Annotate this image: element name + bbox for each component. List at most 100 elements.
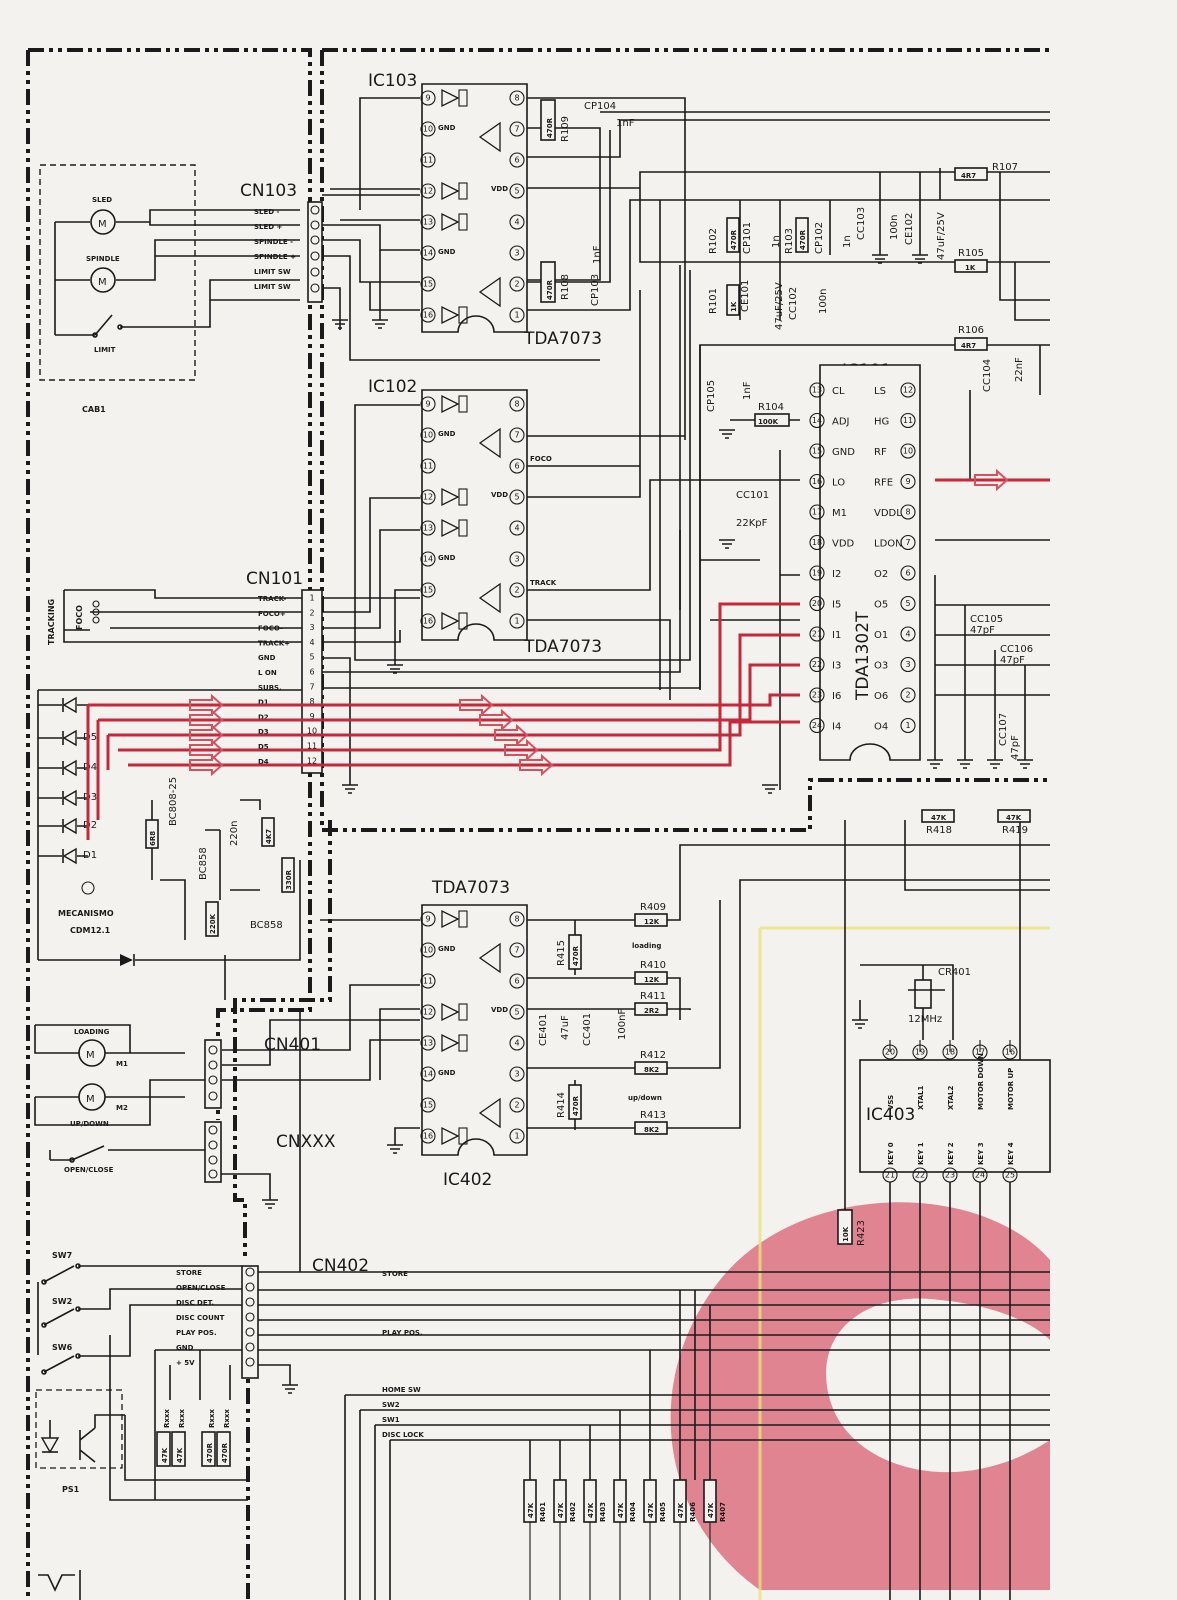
svg-text:TRACK-: TRACK- <box>258 595 287 603</box>
svg-text:R101: R101 <box>708 288 719 314</box>
svg-text:47K: 47K <box>161 1447 169 1463</box>
svg-text:16: 16 <box>423 617 433 626</box>
ground-symbol <box>719 429 735 439</box>
amp-pin-10: 10 <box>420 121 436 137</box>
svg-text:CC401: CC401 <box>582 1013 593 1046</box>
svg-text:Rxxx: Rxxx <box>223 1409 231 1428</box>
home-sw-bus: HOME SW <box>382 1386 421 1394</box>
svg-text:SPINDLE +: SPINDLE + <box>254 253 296 261</box>
svg-text:R414: R414 <box>556 1092 567 1118</box>
svg-text:ADJ: ADJ <box>832 417 850 428</box>
cn401-connector <box>204 1039 222 1183</box>
svg-text:330R: 330R <box>285 869 293 890</box>
svg-text:O1: O1 <box>874 630 888 641</box>
svg-text:4: 4 <box>309 638 314 647</box>
svg-text:CE101: CE101 <box>740 280 751 312</box>
svg-text:SW2: SW2 <box>52 1297 72 1306</box>
svg-text:LIMIT: LIMIT <box>94 346 116 354</box>
svg-text:O5: O5 <box>874 600 888 611</box>
svg-text:VSS: VSS <box>887 1095 895 1110</box>
svg-text:220K: 220K <box>209 913 217 934</box>
ground-symbol <box>1017 759 1033 769</box>
ic402-label: IC402 <box>443 1170 492 1190</box>
ic101-pin-6: 6O2 <box>874 565 916 581</box>
amp-pin-12: 12 <box>420 489 436 505</box>
svg-text:47K: 47K <box>677 1502 685 1518</box>
svg-text:MECANISMO: MECANISMO <box>58 909 114 918</box>
amp-stage <box>441 518 460 538</box>
ground-symbol <box>957 759 973 769</box>
svg-text:M: M <box>98 277 107 288</box>
amp-pin-4: 4 <box>509 520 525 536</box>
amp-gnd-label: GND <box>438 248 456 256</box>
svg-text:11: 11 <box>307 742 317 751</box>
svg-text:D2: D2 <box>83 820 97 831</box>
amp-stage <box>441 181 460 201</box>
amp-pin-9: 9 <box>420 90 436 106</box>
svg-text:12: 12 <box>423 187 433 196</box>
limit-switch: LIMIT <box>54 222 300 354</box>
amp-gnd-label: GND <box>438 124 456 132</box>
svg-text:CC101: CC101 <box>736 490 769 501</box>
svg-text:470R: 470R <box>546 279 554 300</box>
svg-text:1nF: 1nF <box>592 245 603 264</box>
svg-text:TDA1302T: TDA1302T <box>853 611 873 701</box>
svg-text:8K2: 8K2 <box>644 1126 659 1134</box>
svg-text:47K: 47K <box>1006 814 1022 822</box>
svg-text:100n: 100n <box>889 215 900 240</box>
svg-text:4: 4 <box>514 524 519 533</box>
svg-text:R104: R104 <box>758 402 784 413</box>
svg-text:25: 25 <box>1005 1171 1015 1180</box>
svg-text:24: 24 <box>975 1171 985 1180</box>
svg-text:FOCO: FOCO <box>75 605 84 630</box>
svg-text:47K: 47K <box>617 1502 625 1518</box>
sw2-bus: SW2 <box>382 1401 400 1409</box>
svg-text:D2: D2 <box>258 713 269 721</box>
svg-text:KEY 2: KEY 2 <box>947 1142 955 1165</box>
svg-text:1: 1 <box>309 594 314 603</box>
amp-pin-11: 11 <box>420 973 436 989</box>
svg-text:47K: 47K <box>647 1502 655 1518</box>
svg-text:PLAY POS.: PLAY POS. <box>176 1329 217 1337</box>
svg-text:TRACK: TRACK <box>530 579 557 587</box>
svg-text:10: 10 <box>307 727 317 736</box>
sled-motor: M SLED <box>55 196 300 235</box>
svg-text:9: 9 <box>425 94 430 103</box>
open-close-switch: OPEN/CLOSE <box>49 1145 271 1200</box>
svg-text:1nF: 1nF <box>742 381 753 400</box>
svg-text:5: 5 <box>514 493 519 502</box>
svg-text:13: 13 <box>423 218 433 227</box>
svg-text:4R7: 4R7 <box>961 342 976 350</box>
svg-text:47K: 47K <box>527 1502 535 1518</box>
svg-text:9: 9 <box>425 400 430 409</box>
ground-symbol <box>927 759 943 769</box>
svg-text:R107: R107 <box>992 162 1018 173</box>
svg-text:17: 17 <box>975 1048 985 1057</box>
amp-pin-7: 7 <box>509 121 525 137</box>
svg-text:LIMIT SW: LIMIT SW <box>254 283 291 291</box>
svg-text:R103: R103 <box>784 228 795 254</box>
amp-pin-16: 16 <box>420 1128 436 1144</box>
svg-text:16: 16 <box>423 1132 433 1141</box>
ground-symbol <box>387 664 403 674</box>
svg-text:14: 14 <box>423 555 433 564</box>
svg-text:10K: 10K <box>842 1226 850 1242</box>
svg-text:CC105: CC105 <box>970 614 1003 625</box>
svg-text:47K: 47K <box>176 1447 184 1463</box>
svg-text:3: 3 <box>514 555 519 564</box>
spindle-motor: M SPINDLE <box>55 239 300 293</box>
svg-text:I6: I6 <box>832 691 841 702</box>
svg-text:GND: GND <box>176 1344 194 1352</box>
svg-text:GND: GND <box>832 447 855 458</box>
svg-text:8K2: 8K2 <box>644 1066 659 1074</box>
